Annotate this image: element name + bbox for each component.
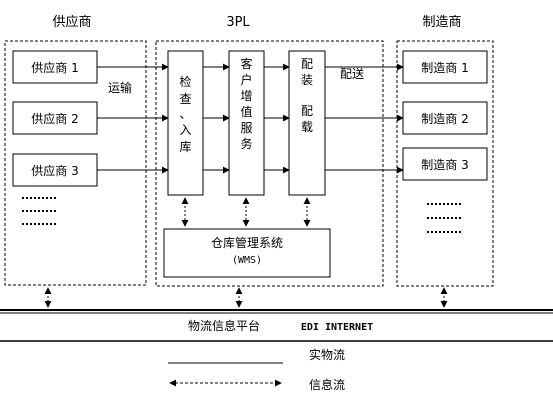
manufacturer-label-3: 制造商 3 [421, 157, 468, 172]
wms-subtitle: (WMS) [232, 255, 262, 266]
manufacturer-label-1: 制造商 1 [421, 60, 468, 75]
process-loading-char-4: 载 [301, 120, 313, 134]
transport-label: 运输 [108, 80, 132, 95]
process-valueadded-char-3: 增 [240, 89, 252, 103]
supplier-container [4, 40, 147, 286]
process-valueadded-char-4: 值 [240, 104, 252, 119]
supplier-box-2: 供应商 2 [12, 101, 98, 135]
wms-box: 仓库管理系统 (WMS) [163, 228, 331, 278]
supplier-section-title: 供应商 [52, 14, 91, 30]
supplier-ellipsis [22, 197, 58, 225]
process-loading-box: 配 装 配 载 [288, 50, 326, 196]
supplier-label-2: 供应商 2 [31, 111, 78, 126]
manufacturer-box-3: 制造商 3 [402, 147, 488, 181]
process-inspection-char-4: 入 [179, 123, 191, 137]
supplier-box-3: 供应商 3 [12, 153, 98, 187]
manufacturer-container [396, 40, 494, 287]
manufacturer-section-title: 制造商 [422, 15, 461, 30]
legend-info-flow-label: 信息流 [309, 377, 345, 392]
supplier-label-3: 供应商 3 [31, 163, 78, 178]
process-valueadded-char-5: 服 [240, 121, 252, 135]
legend-physical-flow-label: 实物流 [309, 347, 345, 362]
manufacturer-label-2: 制造商 2 [421, 111, 468, 126]
manufacturer-box-1: 制造商 1 [402, 50, 488, 84]
delivery-label: 配送 [340, 66, 364, 81]
process-loading-char-2: 装 [301, 73, 313, 87]
process-valueadded-char-1: 客 [240, 56, 252, 71]
manufacturer-box-2: 制造商 2 [402, 101, 488, 135]
process-valueadded-char-2: 户 [240, 72, 252, 87]
supplier-box-1: 供应商 1 [12, 50, 98, 84]
process-inspection-char-5: 库 [179, 139, 191, 154]
process-valueadded-box: 客 户 增 值 服 务 [228, 50, 265, 196]
process-valueadded-char-6: 务 [240, 136, 252, 151]
tpl-section-title: 3PL [226, 15, 250, 30]
platform-title: 物流信息平台 [188, 318, 260, 333]
process-inspection-box: 检 查 、 入 库 [167, 50, 204, 196]
process-inspection-char-2: 查 [179, 92, 191, 106]
tpl-container [155, 40, 384, 287]
process-loading-char-1: 配 [301, 57, 313, 71]
manufacturer-ellipsis [427, 203, 463, 233]
process-inspection-char-1: 检 [179, 74, 191, 89]
process-loading-char-3: 配 [301, 104, 313, 118]
platform-edi-internet: EDI INTERNET [301, 322, 373, 333]
supplier-label-1: 供应商 1 [31, 60, 78, 75]
process-inspection-char-3: 、 [179, 107, 191, 121]
wms-title: 仓库管理系统 [211, 235, 283, 250]
info-platform-band [0, 309, 553, 342]
